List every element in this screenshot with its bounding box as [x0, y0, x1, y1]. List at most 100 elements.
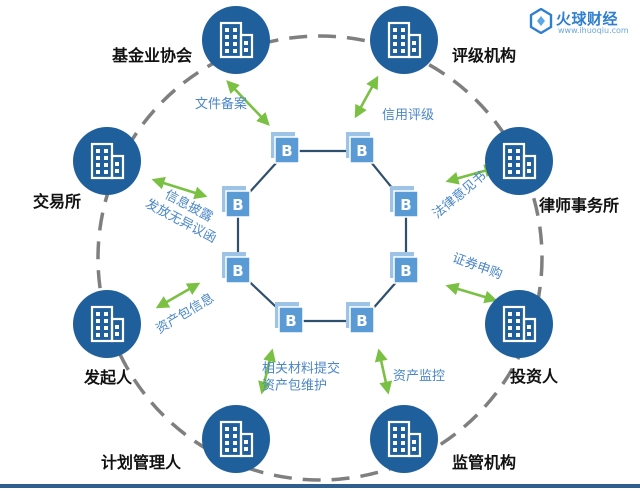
- org-circle: [73, 290, 141, 358]
- flow-label-f2: 信用评级: [382, 108, 434, 123]
- block-face: [225, 256, 251, 284]
- participant-label: 发起人: [83, 368, 133, 387]
- block-letter: B: [400, 262, 411, 280]
- flow-label-f5: 资产监控: [393, 369, 445, 384]
- org-circle: [202, 405, 270, 473]
- double-arrow-f8: [151, 176, 208, 200]
- flow-label-line: 相关材料提交: [262, 361, 340, 377]
- block-face: [393, 256, 419, 284]
- building-annex: [110, 317, 125, 343]
- blockchain-ring-connector: [236, 149, 408, 323]
- participant-label: 律师事务所: [539, 196, 619, 215]
- flow-label-f7: 资产包信息: [153, 290, 217, 337]
- building-windows: [393, 28, 416, 53]
- building-icon: [387, 420, 422, 458]
- flow-label-line: 文件备案: [195, 96, 247, 112]
- org-circle: [73, 127, 141, 195]
- double-arrow-f4: [445, 282, 498, 304]
- chain-block-4: B: [390, 252, 419, 284]
- chain-block-7: B: [222, 252, 251, 284]
- block-letter: B: [232, 262, 243, 280]
- building-icon: [219, 21, 254, 59]
- block-face: [278, 306, 304, 334]
- block-face: [225, 190, 251, 218]
- chain-block-1: B: [271, 132, 300, 164]
- building-icon: [502, 142, 537, 180]
- building-windows: [508, 149, 531, 174]
- participant-p3: 律师事务所: [485, 127, 619, 215]
- double-arrow-f7: [155, 282, 201, 309]
- flow-label-line: 资产包维护: [262, 379, 327, 394]
- double-arrow-f5: [374, 348, 393, 395]
- chain-block-8: B: [222, 186, 251, 218]
- chain-block-6: B: [275, 302, 304, 334]
- participant-p6: 计划管理人: [101, 405, 270, 473]
- flow-label-f4: 证券申购: [450, 250, 504, 283]
- flow-label-line: 法律意见书: [429, 168, 489, 222]
- building-annex: [239, 432, 254, 458]
- org-circle: [370, 405, 438, 473]
- chain-block-2: B: [346, 132, 375, 164]
- participant-label: 监管机构: [452, 453, 516, 472]
- block-face: [349, 306, 375, 334]
- building-windows: [96, 149, 119, 174]
- building-annex: [407, 432, 422, 458]
- building-icon: [90, 142, 125, 180]
- participant-label: 计划管理人: [101, 453, 182, 472]
- building-windows: [393, 427, 416, 452]
- block-letter: B: [281, 142, 292, 160]
- chain-block-5: B: [346, 302, 375, 334]
- org-circle: [485, 290, 553, 358]
- block-letter: B: [285, 312, 296, 330]
- participant-p7: 发起人: [73, 290, 141, 387]
- participant-p4: 投资人: [485, 290, 559, 386]
- building-annex: [110, 154, 125, 180]
- building-icon: [90, 305, 125, 343]
- flow-label-line: 证券申购: [450, 250, 504, 283]
- block-letter: B: [356, 312, 367, 330]
- participant-label: 基金业协会: [111, 46, 192, 65]
- brand-name: 火球财经: [556, 10, 619, 28]
- flow-label-f1: 文件备案: [195, 96, 247, 112]
- fire-logo-icon: [529, 8, 553, 34]
- flow-label-f3: 法律意见书: [429, 168, 489, 222]
- building-windows: [225, 28, 248, 53]
- participant-p5: 监管机构: [370, 405, 516, 473]
- brand-url: www.ihuoqiu.com: [558, 26, 629, 35]
- participant-p8: 交易所: [33, 127, 141, 211]
- double-arrow-f2: [354, 75, 379, 119]
- flow-label-line: 资产包信息: [153, 290, 217, 337]
- building-windows: [225, 427, 248, 452]
- outer-dashed-ring: [96, 34, 544, 482]
- block-letter: B: [232, 196, 243, 214]
- building-annex: [522, 154, 537, 180]
- bottom-rule: [0, 484, 640, 488]
- org-circle: [202, 6, 270, 74]
- building-icon: [219, 420, 254, 458]
- building-annex: [239, 33, 254, 59]
- building-annex: [407, 33, 422, 59]
- block-face: [349, 136, 375, 164]
- org-circle: [485, 127, 553, 195]
- participant-p1: 基金业协会: [111, 6, 270, 74]
- double-arrow-f1: [226, 80, 270, 126]
- building-icon: [387, 21, 422, 59]
- flow-label-line: 信用评级: [382, 108, 434, 123]
- block-face: [274, 136, 300, 164]
- block-letter: B: [400, 196, 411, 214]
- block-face: [393, 190, 419, 218]
- org-circle: [370, 6, 438, 74]
- block-letter: B: [356, 142, 367, 160]
- flow-label-f6: 相关材料提交资产包维护: [262, 361, 340, 394]
- participant-p2: 评级机构: [370, 6, 516, 74]
- participant-label: 投资人: [510, 367, 559, 386]
- participant-label: 交易所: [33, 192, 81, 211]
- double-arrow-f6: [258, 348, 276, 395]
- brand-logo[interactable]: 火球财经 www.ihuoqiu.com: [528, 6, 636, 36]
- chain-block-3: B: [390, 186, 419, 218]
- building-icon: [502, 305, 537, 343]
- flow-label-line: 资产监控: [393, 369, 445, 384]
- participant-label: 评级机构: [452, 46, 516, 65]
